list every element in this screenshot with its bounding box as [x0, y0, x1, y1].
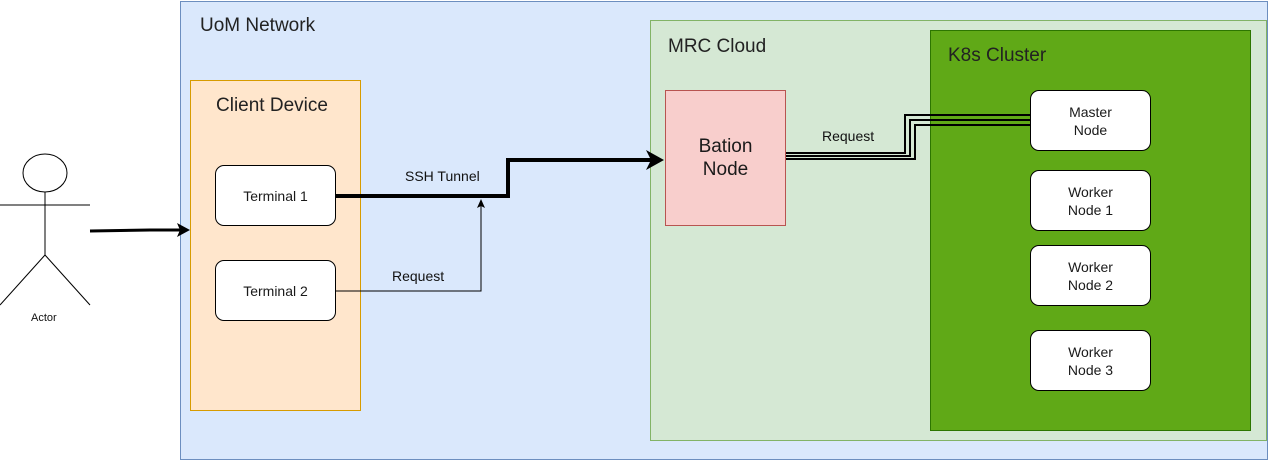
- master-node[interactable]: Master Node: [1030, 90, 1151, 151]
- client-device-region: [190, 80, 361, 411]
- ssh-tunnel-label: SSH Tunnel: [405, 168, 480, 184]
- k8s-cluster-label: K8s Cluster: [948, 45, 1047, 66]
- worker-node-2[interactable]: Worker Node 2: [1030, 245, 1151, 306]
- terminal-1-node[interactable]: Terminal 1: [215, 165, 336, 226]
- worker-node-1[interactable]: Worker Node 1: [1030, 170, 1151, 231]
- mrc-cloud-label: MRC Cloud: [668, 36, 767, 57]
- bastion-request-label: Request: [822, 128, 875, 144]
- ssh-tunnel-edge: [336, 158, 655, 198]
- terminal2-request-edge: [336, 206, 482, 292]
- bastion-node[interactable]: Bation Node: [665, 90, 786, 226]
- client-device-label: Client Device: [216, 95, 328, 116]
- terminal2-request-label: Request: [392, 268, 445, 284]
- uom-network-label: UoM Network: [200, 15, 316, 36]
- worker-node-3[interactable]: Worker Node 3: [1030, 330, 1151, 391]
- bastion-to-master-edge: [786, 114, 1031, 160]
- actor-to-client-arrow: [89, 228, 185, 233]
- terminal-2-node[interactable]: Terminal 2: [215, 260, 336, 321]
- actor-label: Actor: [31, 312, 57, 324]
- actor-icon: [0, 153, 91, 306]
